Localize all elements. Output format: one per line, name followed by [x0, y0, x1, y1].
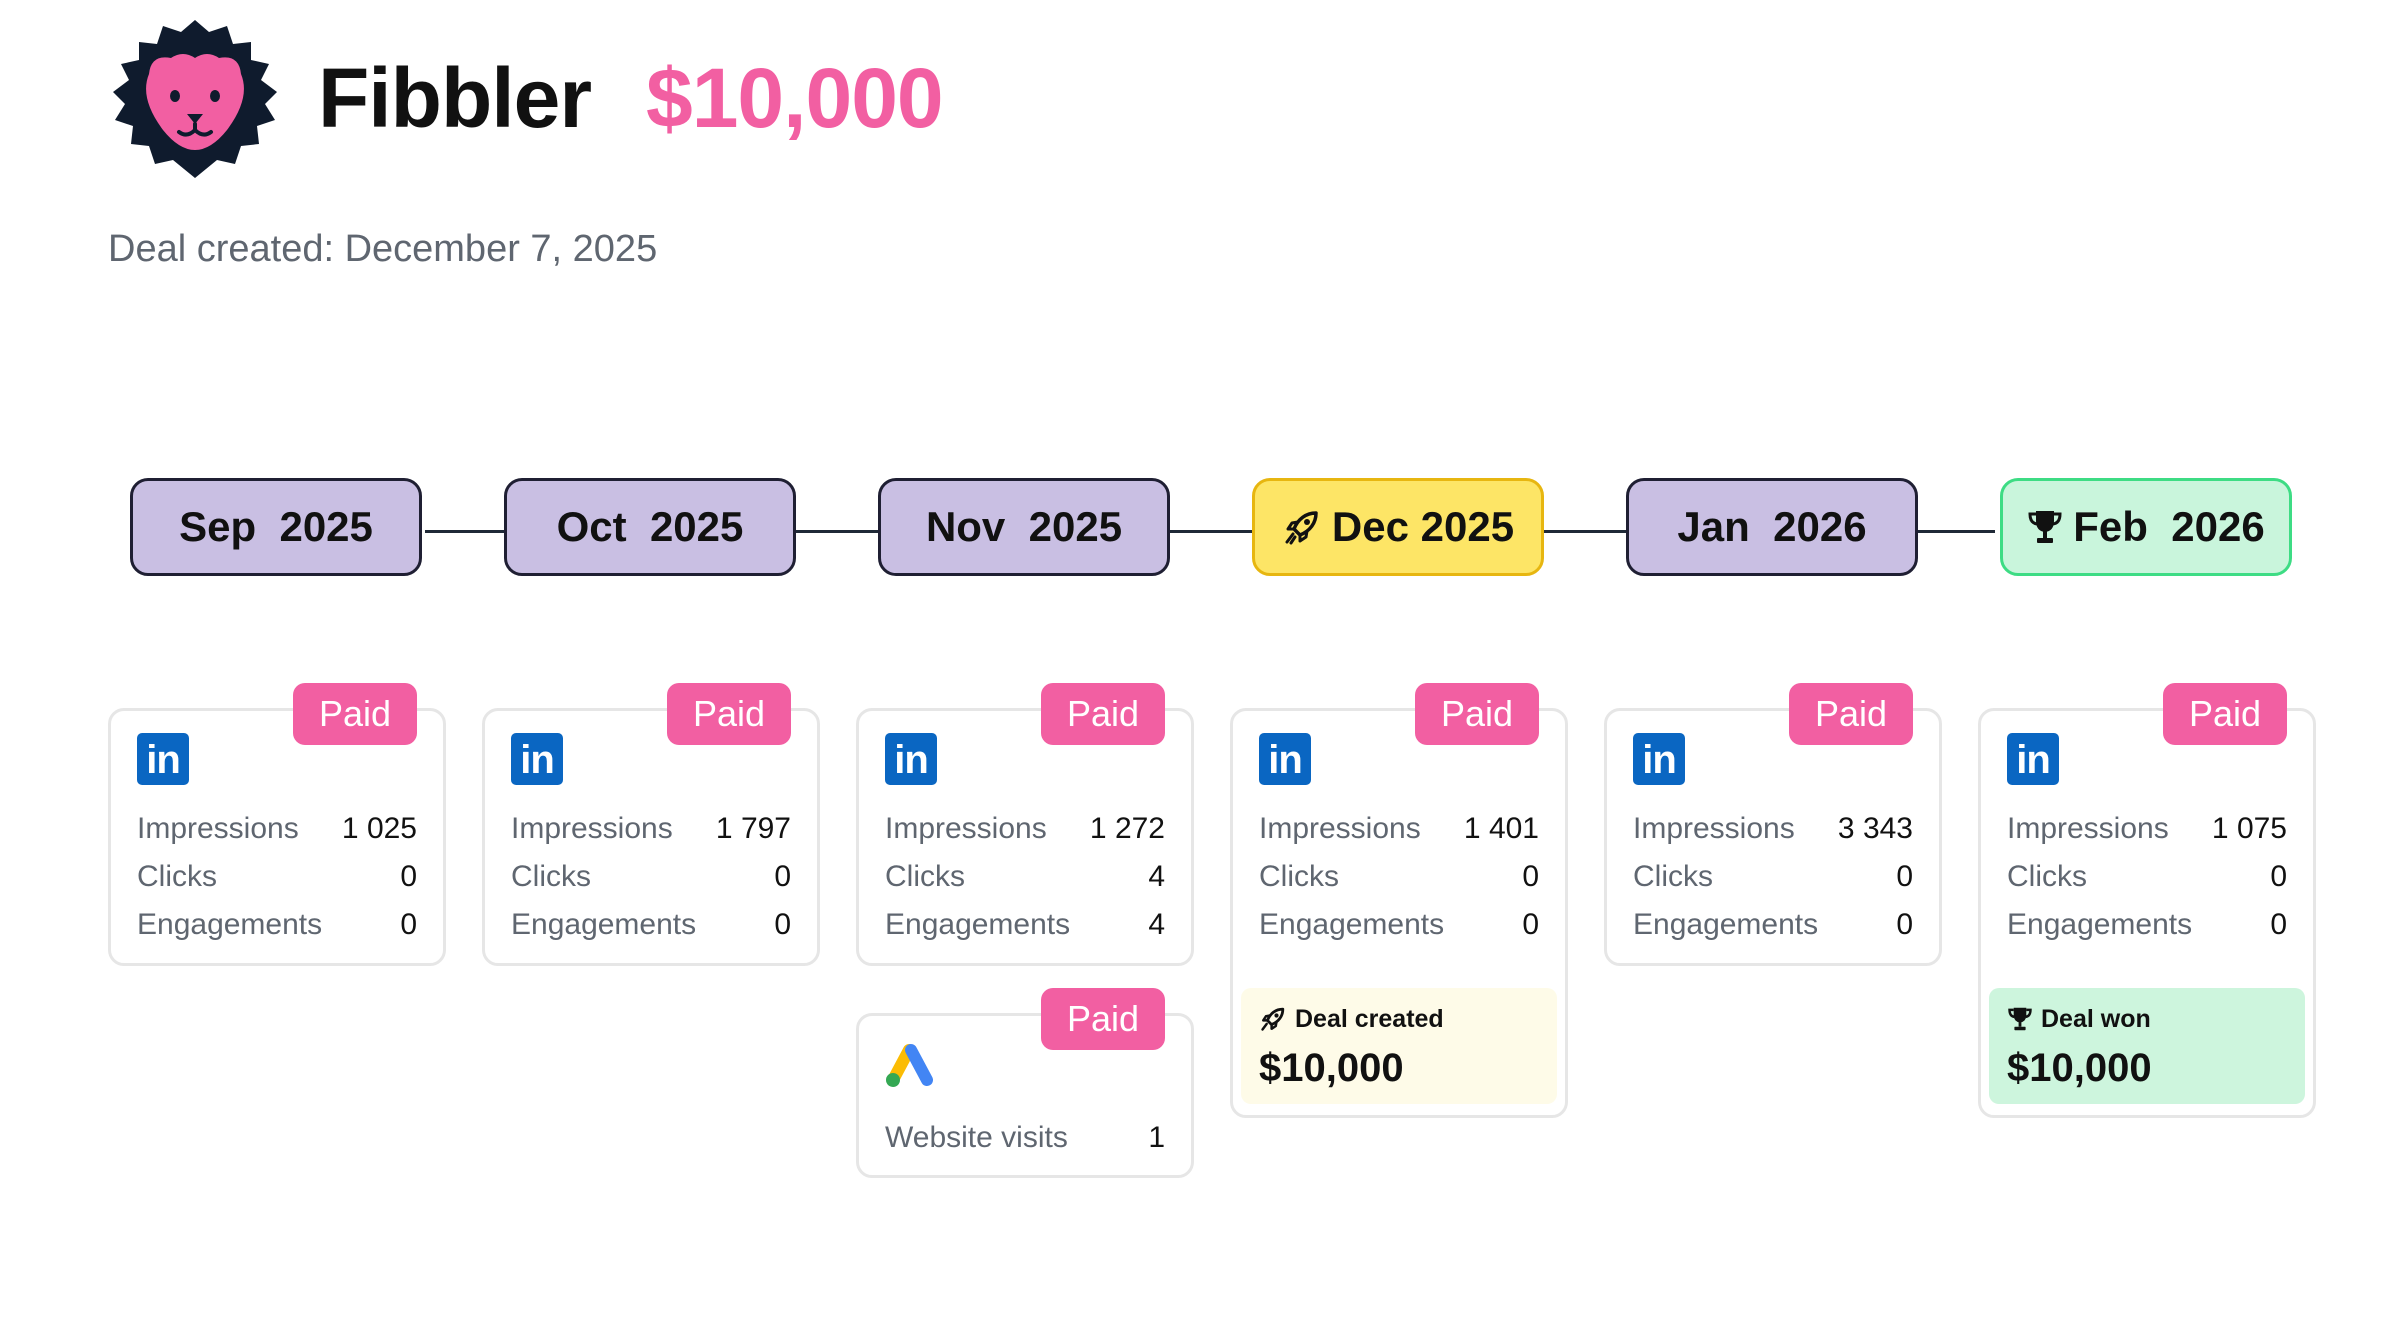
metric-engagements: Engagements 0	[2007, 908, 2287, 941]
event-title: Deal won	[2041, 1004, 2151, 1033]
metric-clicks: Clicks 0	[511, 860, 791, 893]
metric-engagements: Engagements 0	[1259, 908, 1539, 941]
linkedin-icon: in	[511, 733, 563, 785]
deal-created-event: Deal created $10,000	[1241, 988, 1557, 1104]
timeline-connector	[425, 530, 1995, 533]
channel-card-nov-google-ads[interactable]: Paid Website visits 1	[856, 988, 1194, 1178]
paid-badge: Paid	[1415, 683, 1539, 745]
month-sep-2025[interactable]: Sep 2025	[130, 478, 422, 576]
metric-clicks: Clicks 0	[2007, 860, 2287, 893]
metric-clicks: Clicks 0	[1633, 860, 1913, 893]
channel-card-sep-linkedin[interactable]: Paid in Impressions 1 025 Clicks 0 Engag…	[108, 683, 446, 966]
event-amount: $10,000	[1259, 1046, 1404, 1090]
month-nov-2025[interactable]: Nov 2025	[878, 478, 1170, 576]
trophy-icon	[2007, 1005, 2033, 1033]
metric-impressions: Impressions 1 075	[2007, 812, 2287, 845]
paid-badge: Paid	[667, 683, 791, 745]
metric-clicks: Clicks 0	[137, 860, 417, 893]
deal-won-event: Deal won $10,000	[1989, 988, 2305, 1104]
linkedin-icon: in	[2007, 733, 2059, 785]
linkedin-icon: in	[137, 733, 189, 785]
month-dec-2025[interactable]: Dec 2025	[1252, 478, 1544, 576]
channel-card-nov-linkedin[interactable]: Paid in Impressions 1 272 Clicks 4 Engag…	[856, 683, 1194, 966]
month-label: Jan 2026	[1677, 503, 1867, 550]
paid-badge: Paid	[293, 683, 417, 745]
metric-engagements: Engagements 0	[137, 908, 417, 941]
metric-clicks: Clicks 4	[885, 860, 1165, 893]
metric-website-visits: Website visits 1	[885, 1121, 1165, 1154]
metric-impressions: Impressions 1 401	[1259, 812, 1539, 845]
deal-amount: $10,000	[646, 51, 944, 145]
month-label: Feb 2026	[2073, 503, 2265, 550]
linkedin-icon: in	[885, 733, 937, 785]
event-amount: $10,000	[2007, 1046, 2152, 1090]
linkedin-icon: in	[1633, 733, 1685, 785]
trophy-icon	[2027, 507, 2063, 547]
event-title: Deal created	[1295, 1004, 1444, 1033]
channel-card-oct-linkedin[interactable]: Paid in Impressions 1 797 Clicks 0 Engag…	[482, 683, 820, 966]
metric-engagements: Engagements 4	[885, 908, 1165, 941]
google-ads-icon	[883, 1040, 937, 1090]
paid-badge: Paid	[1041, 988, 1165, 1050]
metric-impressions: Impressions 1 272	[885, 812, 1165, 845]
month-label: Sep 2025	[179, 503, 373, 550]
rocket-icon	[1259, 1005, 1287, 1033]
paid-badge: Paid	[1789, 683, 1913, 745]
lion-logo-icon	[105, 18, 285, 178]
month-jan-2026[interactable]: Jan 2026	[1626, 478, 1918, 576]
metric-engagements: Engagements 0	[511, 908, 791, 941]
month-label: Nov 2025	[925, 503, 1123, 550]
paid-badge: Paid	[1041, 683, 1165, 745]
metric-impressions: Impressions 3 343	[1633, 812, 1913, 845]
company-name: Fibbler	[318, 51, 592, 145]
deal-created-date: Deal created: December 7, 2025	[108, 228, 658, 270]
month-feb-2026[interactable]: Feb 2026	[2000, 478, 2292, 576]
channel-card-feb-linkedin[interactable]: Paid in Impressions 1 075 Clicks 0 Engag…	[1978, 683, 2316, 1118]
month-oct-2025[interactable]: Oct 2025	[504, 478, 796, 576]
metric-impressions: Impressions 1 025	[137, 812, 417, 845]
linkedin-icon: in	[1259, 733, 1311, 785]
rocket-icon	[1282, 507, 1322, 547]
metric-clicks: Clicks 0	[1259, 860, 1539, 893]
channel-card-dec-linkedin[interactable]: Paid in Impressions 1 401 Clicks 0 Engag…	[1230, 683, 1568, 1118]
month-label: Oct 2025	[556, 503, 744, 550]
metric-engagements: Engagements 0	[1633, 908, 1913, 941]
channel-card-jan-linkedin[interactable]: Paid in Impressions 3 343 Clicks 0 Engag…	[1604, 683, 1942, 966]
metric-impressions: Impressions 1 797	[511, 812, 791, 845]
paid-badge: Paid	[2163, 683, 2287, 745]
month-label: Dec 2025	[1331, 503, 1515, 550]
